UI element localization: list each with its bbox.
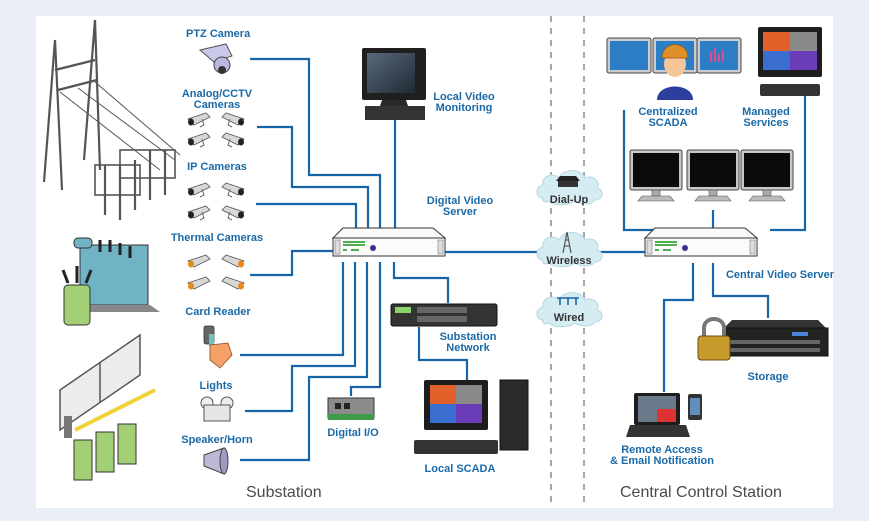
wire-ip [256, 202, 358, 229]
wire-thermal [250, 249, 333, 277]
telephone-icon [556, 176, 580, 187]
wired-label: Wired [553, 312, 585, 324]
wire-analog [257, 125, 370, 229]
substation-network-label-2: Network [446, 342, 490, 354]
centralized-scada-label-2: SCADA [648, 117, 688, 129]
wires [240, 57, 807, 462]
remote-access-label-2: & Email Notification [610, 455, 714, 467]
section-title-central: Central Control Station [620, 484, 782, 501]
digital-io-label: Digital I/O [327, 427, 379, 439]
wire-remote [662, 263, 695, 392]
central-server-icon [644, 227, 758, 257]
local-scada-label: Local SCADA [424, 463, 496, 475]
section-title-substation: Substation [246, 484, 322, 501]
laptop-icon [626, 393, 690, 437]
monitor-icon [362, 48, 426, 120]
digital-io-icon [327, 397, 375, 420]
wire-dio [349, 262, 382, 396]
wire-network [392, 262, 450, 303]
server-icon [332, 227, 446, 257]
lights-icon [200, 396, 234, 422]
substation-network-label-1: Substation [439, 331, 497, 343]
central-video-server-label: Central Video Server [725, 269, 834, 281]
lights-label: Lights [199, 380, 233, 392]
managed-services-label-2: Services [743, 117, 789, 129]
ptz-camera-label: PTZ Camera [186, 28, 251, 40]
centralized-scada-monitors [606, 37, 742, 74]
remote-access-label-1: Remote Access [621, 444, 703, 456]
ptz-camera-icon [198, 43, 233, 74]
ip-camera-icon [187, 182, 245, 221]
wire-managed [770, 95, 807, 232]
wire-storage [711, 263, 770, 318]
thermal-cameras-label: Thermal Cameras [170, 232, 264, 244]
speaker-horn-label: Speaker/Horn [181, 434, 253, 446]
gate-icon [59, 333, 156, 481]
centralized-scada-label-1: Centralized [638, 106, 698, 118]
wire-speaker [245, 262, 357, 413]
monitor-wall-icon [629, 149, 794, 202]
card-reader-icon [203, 325, 233, 369]
thermal-camera-icon [187, 254, 245, 290]
wired-icon [557, 297, 579, 305]
wire-ptz [250, 57, 382, 229]
transmission-tower-icon [42, 19, 181, 220]
phone-icon [688, 394, 702, 420]
ip-cameras-label: IP Cameras [187, 161, 247, 173]
storage-icon [723, 320, 829, 357]
card-reader-label: Card Reader [185, 306, 251, 318]
padlock-icon [697, 317, 731, 361]
managed-services-label-1: Managed [742, 106, 790, 118]
local-video-label-1: Local Video [433, 91, 495, 103]
network-switch-icon [390, 303, 498, 327]
storage-label: Storage [747, 371, 789, 383]
operator-icon [657, 44, 693, 100]
analog-cctv-label-1: Analog/CCTV [181, 88, 253, 100]
wire-central-scada [622, 110, 660, 232]
antenna-icon [562, 231, 572, 254]
desktop-pc-icon [414, 379, 529, 454]
wire-scada [417, 327, 469, 382]
analog-cctv-label-2: Cameras [193, 99, 241, 111]
cctv-camera-icon [187, 112, 245, 148]
horn-icon [203, 447, 229, 475]
wireless-label: Wireless [546, 255, 592, 267]
dvs-label-2: Server [442, 206, 478, 218]
wire-card [240, 262, 345, 357]
dvs-label-1: Digital Video [426, 195, 494, 207]
local-video-label-2: Monitoring [435, 102, 493, 114]
managed-services-monitor [758, 27, 822, 96]
dialup-label: Dial-Up [549, 194, 589, 206]
wire-horn [240, 262, 369, 462]
transformer-icon [61, 237, 160, 326]
